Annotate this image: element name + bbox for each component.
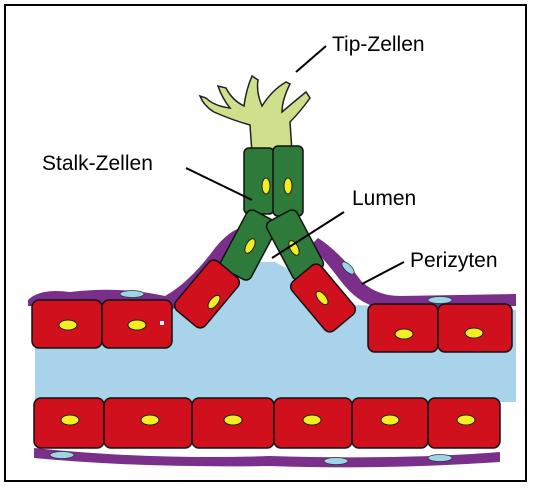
pericytes-label: Perizyten — [410, 250, 498, 271]
stalk-cells — [218, 146, 325, 282]
endothelial-row-bottom — [34, 398, 500, 448]
stalk-cells-label: Stalk-Zellen — [42, 153, 153, 174]
highlight-dot — [160, 321, 164, 325]
tip-cells-label: Tip-Zellen — [332, 34, 425, 55]
tip-cell — [200, 76, 310, 153]
lumen-label: Lumen — [352, 188, 416, 209]
